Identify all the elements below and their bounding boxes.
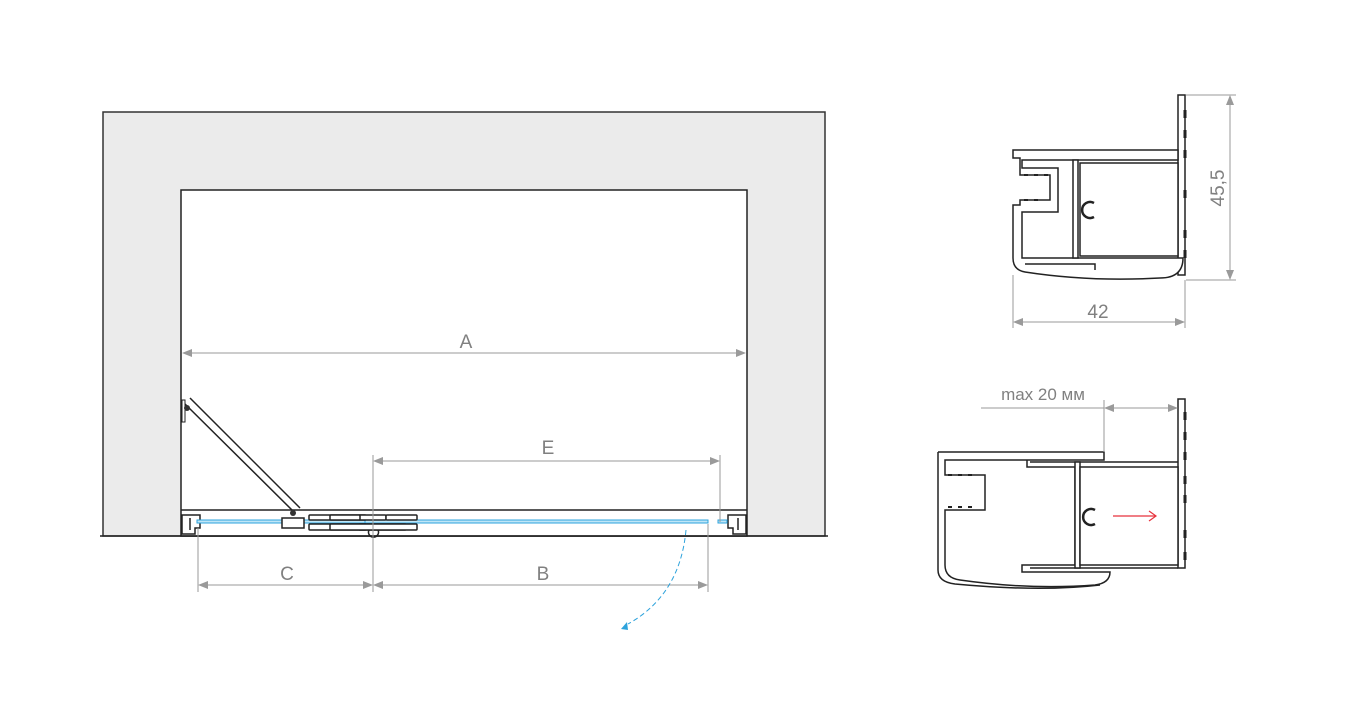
arm-glass-clamp (281, 517, 305, 529)
outer-profile (938, 451, 1111, 588)
dimension-c-label: C (280, 564, 294, 585)
screw-channel (1080, 200, 1095, 220)
shower-area (180, 189, 748, 537)
arm-pivot-top (184, 405, 190, 411)
profile-divider (1072, 159, 1079, 259)
arm-pivot-bottom (290, 510, 296, 516)
inner-profile-rails (1030, 461, 1178, 569)
plan-view: A E C B (100, 111, 828, 630)
screw-channel (1081, 507, 1096, 527)
profile-section-closed: 45,5 42 (1012, 94, 1236, 328)
dimension-b-label: B (537, 564, 550, 585)
profile-section-extended: max 20 мм (937, 385, 1187, 590)
wall-profile-strip (1177, 94, 1186, 276)
outer-profile (1012, 149, 1184, 280)
swing-arrow-icon (621, 622, 628, 630)
profile-teeth (948, 474, 972, 508)
profile-lip (1025, 263, 1096, 270)
dimension-e-label: E (542, 438, 555, 459)
door-glass-panel (364, 519, 709, 524)
arm-wall-mount (181, 399, 186, 423)
glass-seal (717, 519, 728, 524)
support-arm (183, 397, 301, 513)
door-swing-arc (627, 529, 687, 625)
outer-profile-edge (937, 452, 1101, 590)
height-dimension-label: 45,5 (1208, 170, 1229, 207)
profile-teeth (1024, 174, 1048, 201)
max-extension-label: max 20 мм (1001, 385, 1085, 404)
width-dimension-label: 42 (1087, 302, 1108, 323)
arrow-head-icon (1148, 510, 1158, 522)
dimension-a-label: A (460, 332, 473, 353)
right-wall-profile (727, 514, 747, 535)
left-wall-profile (181, 514, 201, 535)
inner-sliding-profile (1079, 162, 1179, 257)
